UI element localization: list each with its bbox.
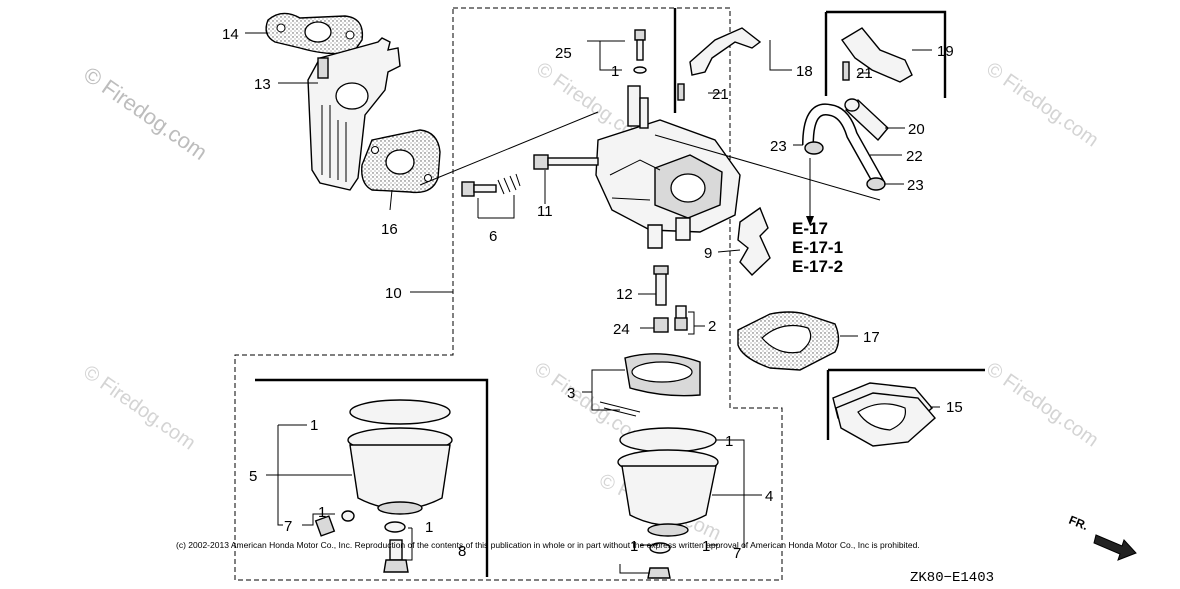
label-part-20: 20 bbox=[908, 121, 925, 138]
label-part-15: 15 bbox=[946, 399, 963, 416]
label-part-21a: 21 bbox=[712, 86, 729, 103]
label-part-17: 17 bbox=[863, 329, 880, 346]
part-14-gasket bbox=[265, 12, 364, 55]
frame-bowl-left bbox=[255, 378, 489, 577]
part-18-lever bbox=[677, 27, 762, 101]
reference-e17: E-17 bbox=[792, 219, 828, 238]
leader-lines bbox=[245, 32, 940, 574]
label-part-19: 19 bbox=[937, 43, 954, 60]
label-part-24: 24 bbox=[613, 321, 630, 338]
part-23-clips bbox=[804, 141, 886, 191]
label-part-1g: 1 bbox=[702, 538, 710, 555]
label-part-1f: 1 bbox=[630, 538, 638, 555]
part-22-hose bbox=[802, 103, 886, 188]
carburetor-assembly-outline bbox=[234, 7, 783, 581]
part-label-group: 14 13 16 25 1 18 21 19 21 20 23 22 23 11… bbox=[222, 26, 963, 562]
label-part-1b: 1 bbox=[310, 417, 318, 434]
front-arrow-icon bbox=[1093, 534, 1137, 561]
part-17-gasket bbox=[737, 311, 840, 371]
part-24-jet bbox=[653, 317, 669, 333]
label-part-14: 14 bbox=[222, 26, 239, 43]
label-part-5: 5 bbox=[249, 468, 257, 485]
part-4-float-chamber bbox=[617, 427, 719, 579]
part-12-nozzle bbox=[653, 265, 669, 306]
part-13-insulator bbox=[307, 37, 401, 191]
part-15-gasket bbox=[832, 382, 936, 447]
label-part-10: 10 bbox=[385, 285, 402, 302]
watermark-topleft: © Firedog.com bbox=[79, 62, 212, 165]
label-part-1a: 1 bbox=[611, 63, 619, 80]
label-part-2: 2 bbox=[708, 318, 716, 335]
part-16-gasket bbox=[361, 129, 441, 194]
label-part-23b: 23 bbox=[907, 177, 924, 194]
label-part-13: 13 bbox=[254, 76, 271, 93]
label-part-22: 22 bbox=[906, 148, 923, 165]
label-part-1c: 1 bbox=[725, 433, 733, 450]
frame-15 bbox=[826, 368, 985, 440]
front-marker-label: FR. bbox=[1067, 513, 1090, 533]
watermark-group: © Firedog.com © Firedog.com © Firedog.co… bbox=[79, 58, 1102, 545]
label-part-7a: 7 bbox=[284, 518, 292, 535]
copyright-notice: (c) 2002-2013 American Honda Motor Co., … bbox=[176, 540, 920, 550]
diagram-code: ZK80−E1403 bbox=[910, 570, 994, 586]
part-19-lever bbox=[840, 27, 913, 83]
label-part-8: 8 bbox=[458, 543, 466, 560]
label-part-23a: 23 bbox=[770, 138, 787, 155]
part-9-bracket bbox=[737, 206, 771, 276]
label-part-9: 9 bbox=[704, 245, 712, 262]
part-3-float bbox=[599, 353, 701, 417]
reference-codes: E-17 E-17-1 E-17-2 bbox=[792, 219, 843, 276]
reference-e17-1: E-17-1 bbox=[792, 238, 843, 257]
carburetor-body bbox=[595, 85, 741, 249]
part-25-screw bbox=[633, 29, 647, 74]
label-part-7b: 7 bbox=[733, 545, 741, 562]
watermark-midleft: © Firedog.com bbox=[79, 361, 199, 454]
label-part-3: 3 bbox=[567, 385, 575, 402]
label-part-1d: 1 bbox=[318, 504, 326, 521]
front-direction-marker: FR. bbox=[1067, 513, 1137, 561]
label-part-12: 12 bbox=[616, 286, 633, 303]
label-part-18: 18 bbox=[796, 63, 813, 80]
part-11-throttle-screw bbox=[533, 154, 599, 170]
label-part-16: 16 bbox=[381, 221, 398, 238]
label-part-1e: 1 bbox=[425, 519, 433, 536]
part-2-float-valve bbox=[674, 305, 688, 331]
watermark-midright: © Firedog.com bbox=[982, 358, 1102, 451]
label-part-4: 4 bbox=[765, 488, 773, 505]
watermark-topright: © Firedog.com bbox=[982, 58, 1102, 151]
label-part-6: 6 bbox=[489, 228, 497, 245]
part-6-pilot-screw bbox=[461, 173, 521, 197]
label-part-21b: 21 bbox=[856, 65, 873, 82]
label-part-25: 25 bbox=[555, 45, 572, 62]
part-5-float-chamber bbox=[314, 399, 453, 573]
label-part-11: 11 bbox=[537, 203, 553, 220]
frame-top-19 bbox=[824, 10, 947, 98]
reference-e17-2: E-17-2 bbox=[792, 257, 843, 276]
